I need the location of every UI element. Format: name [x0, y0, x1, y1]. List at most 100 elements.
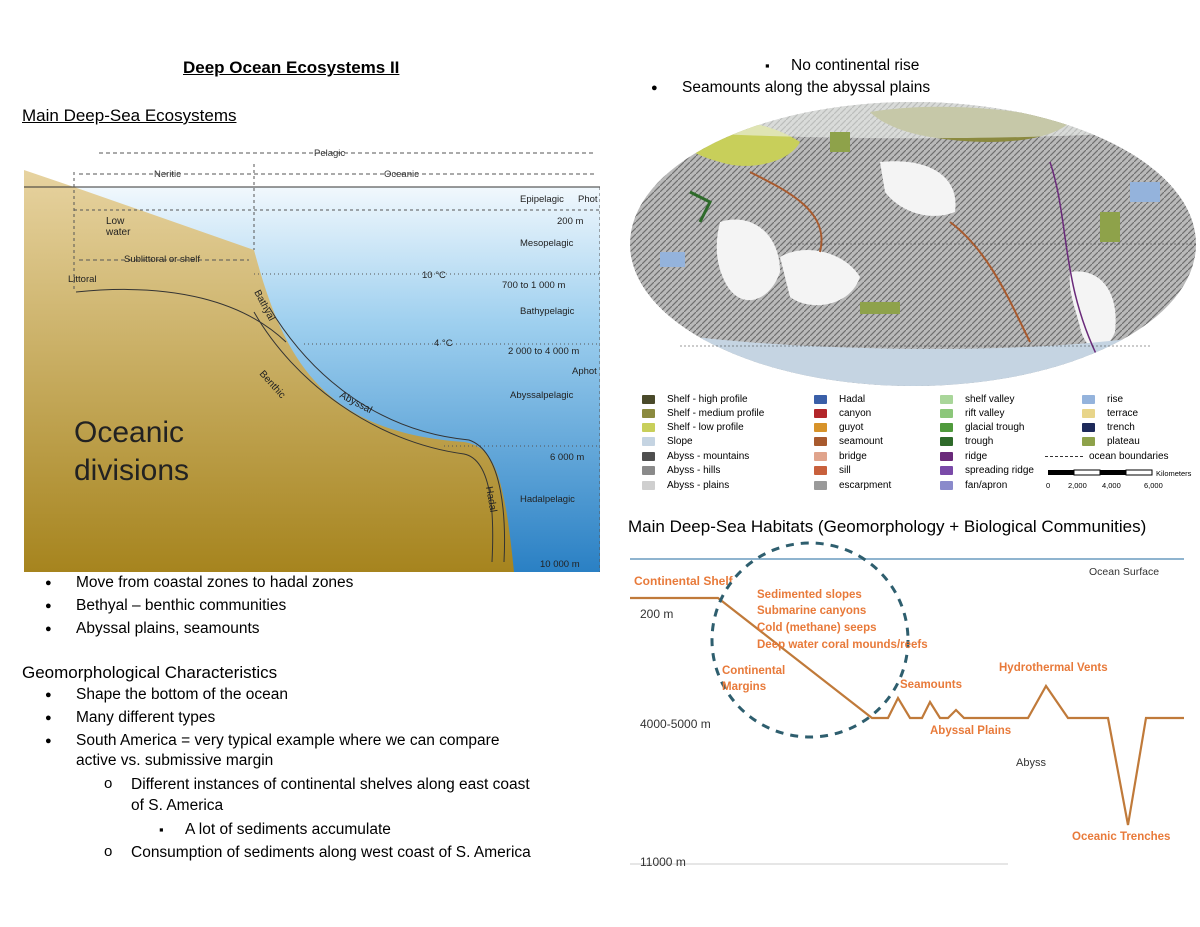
legend-item: plateau: [1082, 436, 1140, 447]
svg-text:Phot: Phot: [578, 194, 598, 205]
svg-text:2,000: 2,000: [1068, 481, 1087, 490]
map-scale-bar: Kilometers 0 2,000 4,000 6,000: [1046, 469, 1192, 490]
right-sub-bullet: No continental rise: [765, 55, 1191, 78]
svg-text:Sublittoral or shelf: Sublittoral or shelf: [124, 254, 200, 265]
svg-text:divisions: divisions: [74, 454, 189, 487]
list-item: No continental rise: [765, 55, 1191, 78]
seafloor: [24, 170, 514, 572]
svg-text:10 000 m: 10 000 m: [540, 559, 580, 570]
svg-text:0: 0: [1046, 481, 1050, 490]
legend-item: escarpment: [814, 480, 891, 491]
svg-text:Bathypelagic: Bathypelagic: [520, 306, 575, 317]
svg-text:Aphot: Aphot: [572, 366, 597, 377]
svg-text:Deep water coral mounds/reefs: Deep water coral mounds/reefs: [757, 639, 928, 651]
map-legend: Shelf - high profile Shelf - medium prof…: [642, 392, 1198, 496]
legend-item: Abyss - mountains: [642, 451, 749, 462]
svg-text:Continental: Continental: [722, 665, 785, 677]
svg-text:2 000 to 4 000 m: 2 000 to 4 000 m: [508, 346, 579, 357]
svg-text:Seamounts: Seamounts: [900, 679, 962, 691]
sub-sub-bullets: A lot of sediments accumulate: [159, 819, 585, 842]
legend-item: bridge: [814, 451, 867, 462]
legend-item: rift valley: [940, 408, 1004, 419]
svg-text:Ocean Surface: Ocean Surface: [1089, 566, 1159, 578]
svg-text:Submarine canyons: Submarine canyons: [757, 605, 866, 617]
list-item: Different instances of continental shelv…: [104, 773, 581, 797]
svg-text:Littoral: Littoral: [68, 274, 97, 285]
svg-text:water: water: [105, 227, 131, 238]
svg-text:700 to 1 000 m: 700 to 1 000 m: [502, 280, 565, 291]
legend-item: canyon: [814, 408, 871, 419]
svg-text:Low: Low: [106, 216, 125, 227]
svg-text:Cold (methane) seeps: Cold (methane) seeps: [757, 622, 877, 634]
svg-text:water: water: [53, 156, 79, 167]
deep-sea-habitats-diagram: Ocean Surface Continental Shelf 200 m Se…: [630, 541, 1184, 869]
legend-item: ridge: [940, 451, 987, 462]
list-item-continuation: active vs. submissive margin: [76, 752, 274, 769]
legend-item: trough: [940, 436, 993, 447]
legend-item: Hadal: [814, 394, 865, 405]
section-heading-geomorphology: Geomorphological Characteristics: [22, 663, 278, 682]
svg-text:6,000: 6,000: [1144, 481, 1163, 490]
oceanic-divisions-diagram: High water Pelagic Neritic Oceanic Low w…: [24, 145, 600, 572]
list-item: A lot of sediments accumulate: [159, 819, 585, 842]
svg-text:Margins: Margins: [722, 681, 766, 693]
document-title: Deep Ocean Ecosystems II: [183, 58, 400, 77]
svg-text:4000-5000 m: 4000-5000 m: [640, 717, 711, 731]
svg-text:Neritic: Neritic: [154, 169, 181, 180]
svg-text:Hadalpelagic: Hadalpelagic: [520, 494, 575, 505]
list-item: Many different types: [22, 707, 582, 730]
svg-text:200 m: 200 m: [640, 607, 673, 621]
svg-text:Hydrothermal Vents: Hydrothermal Vents: [999, 662, 1108, 674]
svg-text:11000 m: 11000 m: [640, 855, 686, 869]
list-item: Seamounts along the abyssal plains: [628, 77, 1188, 100]
legend-item: Slope: [642, 436, 693, 447]
legend-item: shelf valley: [940, 394, 1014, 405]
legend-item: Abyss - hills: [642, 465, 720, 476]
svg-text:High: High: [54, 145, 75, 156]
svg-text:Pelagic: Pelagic: [314, 148, 345, 159]
ecosystem-bullets: Move from coastal zones to hadal zones B…: [22, 572, 582, 640]
list-item: South America = very typical example whe…: [22, 730, 582, 753]
legend-item: seamount: [814, 436, 883, 447]
legend-item: Abyss - plains: [642, 480, 729, 491]
list-item-continuation: of S. America: [131, 797, 224, 814]
svg-text:4 °C: 4 °C: [434, 338, 453, 349]
right-bullet: Seamounts along the abyssal plains: [628, 77, 1188, 100]
legend-item: glacial trough: [940, 422, 1024, 433]
svg-text:Epipelagic: Epipelagic: [520, 194, 564, 205]
section-heading-ecosystems: Main Deep-Sea Ecosystems: [22, 106, 237, 125]
list-item: Bethyal – benthic communities: [22, 595, 582, 618]
svg-text:Kilometers: Kilometers: [1156, 469, 1192, 478]
svg-text:Continental Shelf: Continental Shelf: [634, 574, 734, 588]
list-item: Abyssal plains, seamounts: [22, 618, 582, 641]
svg-text:6 000 m: 6 000 m: [550, 452, 584, 463]
sub-bullets: Different instances of continental shelv…: [104, 773, 581, 797]
legend-item: fan/apron: [940, 480, 1007, 491]
svg-text:200 m: 200 m: [557, 216, 583, 227]
svg-text:Hadal: Hadal: [483, 486, 498, 514]
legend-item: terrace: [1082, 408, 1138, 419]
geomorph-bullets: Shape the bottom of the ocean Many diffe…: [22, 684, 582, 752]
svg-text:Oceanic Trenches: Oceanic Trenches: [1072, 831, 1170, 843]
legend-item: guyot: [814, 422, 863, 433]
legend-item: Shelf - medium profile: [642, 408, 764, 419]
svg-text:Sedimented slopes: Sedimented slopes: [757, 589, 862, 601]
legend-item: Shelf - high profile: [642, 394, 748, 405]
legend-item: Shelf - low profile: [642, 422, 744, 433]
svg-text:Abyss: Abyss: [1016, 757, 1046, 769]
sub-bullets-2: Consumption of sediments along west coas…: [104, 841, 581, 865]
list-item: Move from coastal zones to hadal zones: [22, 572, 582, 595]
svg-text:Mesopelagic: Mesopelagic: [520, 238, 574, 249]
section-heading-habitats: Main Deep-Sea Habitats (Geomorphology + …: [628, 517, 1147, 536]
diagram-title: Oceanic: [74, 416, 184, 449]
svg-text:Oceanic: Oceanic: [384, 169, 419, 180]
svg-text:10 °C: 10 °C: [422, 270, 446, 281]
svg-text:Abyssal Plains: Abyssal Plains: [930, 725, 1011, 737]
legend-item: sill: [814, 465, 851, 476]
svg-text:Abyssalpelagic: Abyssalpelagic: [510, 390, 574, 401]
legend-item: spreading ridge: [940, 465, 1034, 476]
legend-item: trench: [1082, 422, 1135, 433]
legend-item-boundaries: ocean boundaries: [1045, 451, 1169, 462]
seafloor-geomorphology-map: [630, 102, 1196, 386]
legend-item: rise: [1082, 394, 1123, 405]
